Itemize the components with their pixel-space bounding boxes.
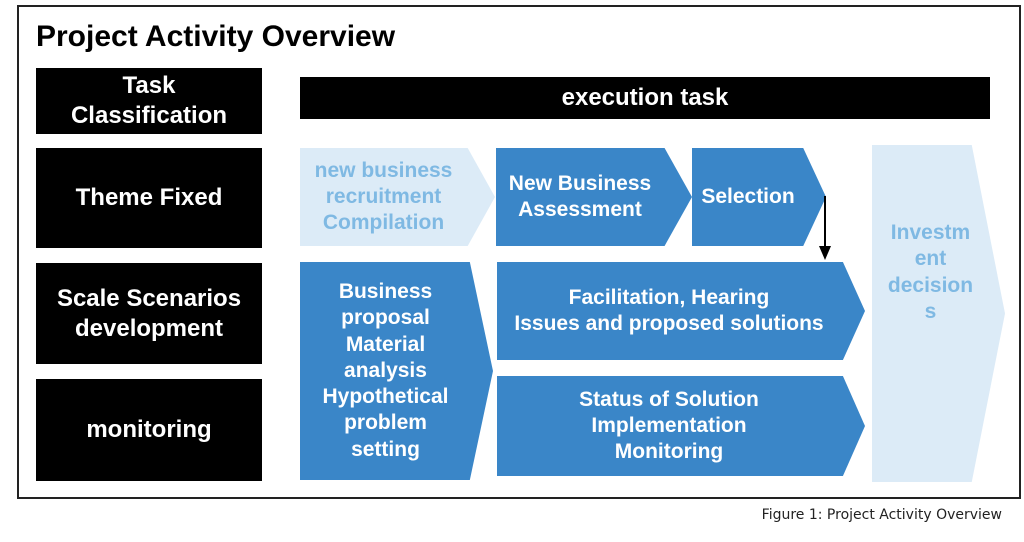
- selection-step: Selection: [692, 148, 826, 246]
- recruitment-compilation-text: new business recruitment Compilation: [314, 158, 453, 235]
- execution-task-label: execution task: [561, 84, 729, 111]
- task-classification-label: Task Classification: [70, 72, 228, 129]
- page-title: Project Activity Overview: [36, 20, 396, 53]
- facilitation-step: Facilitation, Hearing Issues and propose…: [497, 262, 865, 360]
- business-assessment-text: New Business Assessment: [508, 171, 652, 221]
- row-label-theme-fixed: Theme Fixed: [36, 148, 262, 248]
- business-proposal-text: Business proposal Material analysis Hypo…: [322, 280, 449, 461]
- investment-decisions-text: Investm ent decision s: [887, 221, 974, 323]
- row-label-scale-scenarios: Scale Scenarios development: [36, 263, 262, 364]
- row-label-monitoring: monitoring: [36, 379, 262, 481]
- status-monitoring-text: Status of Solution Implementation Monito…: [579, 387, 759, 464]
- recruitment-compilation-step: new business recruitment Compilation: [300, 148, 495, 246]
- investment-decisions-step: Investm ent decision s: [872, 145, 1005, 482]
- status-monitoring-step: Status of Solution Implementation Monito…: [497, 376, 865, 476]
- row-label-theme-fixed-text: Theme Fixed: [75, 184, 223, 211]
- row-label-scale-scenarios-text: Scale Scenarios development: [56, 284, 242, 342]
- execution-task-header: execution task: [300, 77, 990, 119]
- row-label-monitoring-text: monitoring: [86, 416, 212, 443]
- business-proposal-step: Business proposal Material analysis Hypo…: [300, 262, 493, 480]
- figure-caption: Figure 1: Project Activity Overview: [761, 507, 1002, 523]
- selection-text: Selection: [701, 184, 795, 208]
- task-classification-header: Task Classification: [36, 68, 262, 134]
- facilitation-text: Facilitation, Hearing Issues and propose…: [514, 285, 824, 335]
- business-assessment-step: New Business Assessment: [496, 148, 692, 246]
